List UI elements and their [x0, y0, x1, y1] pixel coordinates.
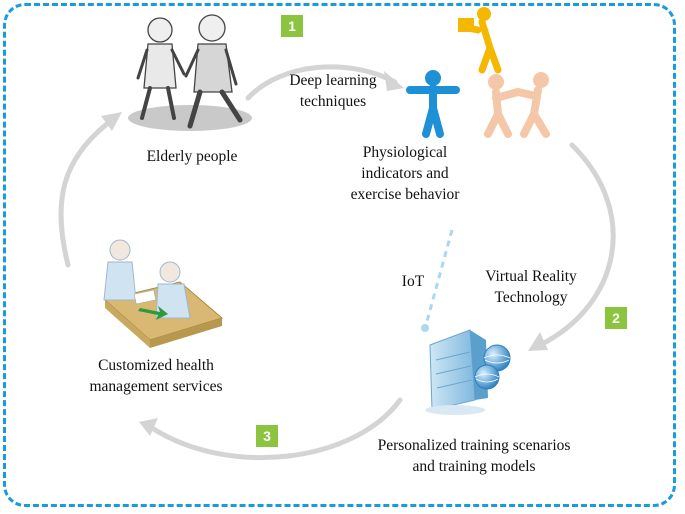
arrow-training-to-health: [149, 397, 403, 461]
edge-virtual-reality: Virtual Reality Technology: [485, 268, 577, 306]
arrowhead-4: [101, 112, 122, 131]
node-health-services: Customized health management services: [89, 357, 223, 395]
iot-node-dot: [421, 324, 429, 332]
node-training-scenarios: Personalized training scenarios and trai…: [377, 437, 571, 475]
health-consultation-illustration: [103, 239, 224, 348]
exercise-figures-illustration: [406, 7, 550, 138]
node-physiological-indicators: Physiological indicators and exercise be…: [350, 144, 460, 203]
arrowhead-1: [384, 71, 404, 91]
step-badge-1: 1: [281, 15, 303, 37]
iot-connector: [424, 229, 454, 326]
edge-iot: IoT: [401, 273, 425, 290]
elderly-couple-illustration: [128, 14, 252, 131]
step-badge-2: 2: [605, 307, 627, 329]
arrow-heads: [101, 71, 548, 436]
arrow-health-to-elderly: [58, 117, 115, 268]
arrow-physiological-to-training: [537, 142, 616, 348]
cycle-arrows: [58, 64, 616, 461]
data-center-illustration: [425, 329, 511, 415]
arrowhead-2: [528, 332, 548, 351]
arrowhead-3: [139, 418, 158, 436]
diagram-frame: [3, 3, 676, 507]
arrow-elderly-to-physiological: [245, 64, 398, 101]
node-elderly-people: Elderly people: [146, 148, 238, 165]
edge-deep-learning: Deep learning techniques: [289, 72, 377, 110]
step-badge-3: 3: [256, 425, 278, 447]
